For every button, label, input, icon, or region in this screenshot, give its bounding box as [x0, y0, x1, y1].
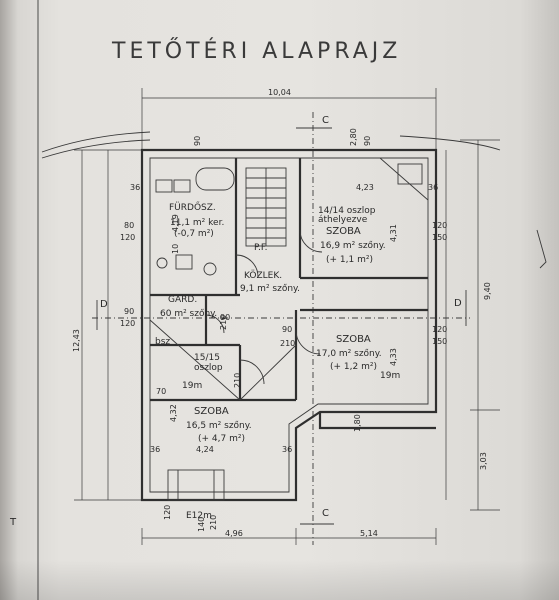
note-pf: P.F.: [254, 243, 267, 253]
washbasin: [156, 257, 168, 269]
dim-180: 1,80: [353, 414, 362, 432]
room-extra-ne: (+ 1,1 m²): [326, 255, 373, 265]
dim-120b: 120: [432, 325, 447, 334]
room-area-wardrobe: 60 m² szőny.: [160, 309, 217, 319]
dim-431: 4,31: [389, 224, 398, 242]
dim-432: 4,32: [169, 404, 178, 422]
room-name-bathroom: FÜRDŐSZ.: [169, 202, 216, 213]
dim-150b: 150: [432, 337, 447, 346]
door-swing: [295, 329, 321, 355]
dim-left-total: 12,43: [72, 329, 81, 352]
toilet: [203, 262, 217, 276]
room-name-sw: SZOBA: [194, 406, 229, 417]
room-area-e: 17,0 m² szőny.: [316, 349, 382, 359]
room-extra-sw: (+ 4,7 m²): [198, 434, 245, 444]
dim-424: 4,24: [196, 445, 214, 454]
roof-slope-line: [379, 157, 429, 201]
dim-419: 4,19: [171, 214, 180, 232]
dim-210d: 210: [209, 515, 218, 530]
dim-280: 2,80: [349, 128, 358, 146]
door-swing: [239, 359, 265, 385]
chimney: [173, 179, 191, 193]
dim-90e: 90: [124, 307, 134, 316]
dim-90c: 90: [220, 313, 230, 322]
chimney: [155, 179, 173, 193]
roof-overhang-arc: [41, 139, 151, 159]
dim-120d: 120: [120, 319, 135, 328]
dim-10: 10: [171, 244, 180, 254]
dim-120c: 120: [120, 233, 135, 242]
note-19m-b: 19m: [380, 371, 400, 381]
dim-423: 4,23: [356, 183, 374, 192]
dim-top-total: 10,04: [268, 88, 291, 97]
note-column-ne-2: áthelyezve: [318, 215, 368, 225]
bathtub: [195, 167, 235, 191]
drawing-title: TETŐTÉRI ALAPRAJZ: [111, 38, 401, 64]
roof-slope-line: [149, 319, 241, 401]
room-area-hall: 9,1 m² szőny.: [240, 284, 300, 294]
page-shadow: [0, 560, 559, 600]
door-swing: [299, 229, 323, 253]
dim-right-lower: 3,03: [479, 452, 488, 470]
dim-36b: 36: [428, 183, 438, 192]
dim-90b: 90: [193, 136, 202, 146]
section-mark-c-top: C: [322, 115, 329, 126]
dim-120e: 120: [163, 505, 172, 520]
roof-overhang-arc: [399, 135, 501, 151]
dim-bottom-left: 4,96: [225, 529, 243, 538]
dim-80: 80: [124, 221, 134, 230]
dim-140: 140: [197, 517, 206, 532]
dim-70: 70: [156, 387, 166, 396]
section-mark-d-right: D: [454, 298, 462, 309]
shower-tray: [175, 254, 193, 270]
note-column-ne: 14/14 oszlop: [318, 206, 376, 216]
room-name-ne: SZOBA: [326, 226, 361, 237]
dim-36a: 36: [130, 183, 140, 192]
balcony: [167, 469, 225, 501]
chimney: [397, 163, 423, 185]
room-name-hall: KÖZLEK.: [244, 270, 282, 281]
dim-433: 4,33: [389, 348, 398, 366]
dim-150a: 150: [432, 233, 447, 242]
room-extra-bathroom: (-0,7 m²): [174, 229, 214, 239]
outer-wall-inner-face: [149, 157, 429, 493]
room-name-e: SZOBA: [336, 334, 371, 345]
note-column-sw: 15/15: [194, 353, 220, 363]
note-19m-a: 19m: [182, 381, 202, 391]
roof-slope-line: [239, 344, 297, 401]
dim-36d: 36: [282, 445, 292, 454]
room-area-bathroom: 11,1 m² ker.: [170, 218, 224, 228]
bay-wall: [318, 412, 436, 430]
note-e12: E12m: [186, 511, 212, 521]
dim-bottom-right: 5,14: [360, 529, 378, 538]
note-bsz: bsz: [155, 337, 170, 347]
dim-210a: 210: [219, 315, 228, 330]
dim-right-total: 9,40: [483, 282, 492, 300]
dim-210c: 210: [280, 339, 295, 348]
door-swing: [235, 254, 259, 278]
pen-mark: [536, 229, 547, 269]
dim-90a: 90: [363, 136, 372, 146]
dim-36c: 36: [150, 445, 160, 454]
section-mark-d-left: D: [100, 299, 108, 310]
dim-90d: 90: [282, 325, 292, 334]
room-area-sw: 16,5 m² szőny.: [186, 421, 252, 431]
dim-120a: 120: [432, 221, 447, 230]
roof-overhang-arc: [41, 131, 151, 153]
note-column-sw-2: oszlop: [194, 363, 223, 373]
room-area-ne: 16,9 m² szőny.: [320, 241, 386, 251]
room-name-wardrobe: GARD.: [168, 295, 197, 305]
room-extra-e: (+ 1,2 m²): [330, 362, 377, 372]
section-mark-c-bottom: C: [322, 508, 329, 519]
margin-mark: T: [9, 517, 17, 528]
door-swing: [205, 314, 225, 334]
dim-210b: 210: [233, 373, 242, 388]
